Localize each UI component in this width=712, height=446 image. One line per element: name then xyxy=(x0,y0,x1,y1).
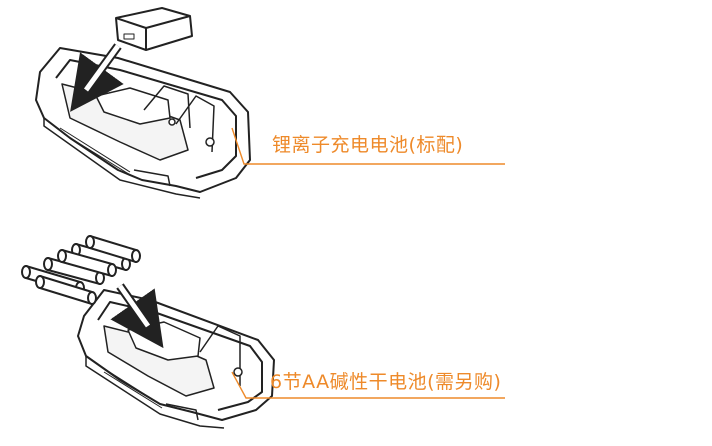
lithium-battery-label: 锂离子充电电池(标配) xyxy=(272,134,464,156)
lithium-battery-pack xyxy=(115,7,193,51)
aa-batteries xyxy=(21,235,141,305)
label-maker-top xyxy=(35,47,251,199)
leader-line-bottom xyxy=(231,371,505,399)
label-maker-bottom xyxy=(77,289,275,429)
aa-battery-label: 6节AA碱性干电池(需另购) xyxy=(270,371,502,393)
leader-line-top xyxy=(231,127,505,165)
